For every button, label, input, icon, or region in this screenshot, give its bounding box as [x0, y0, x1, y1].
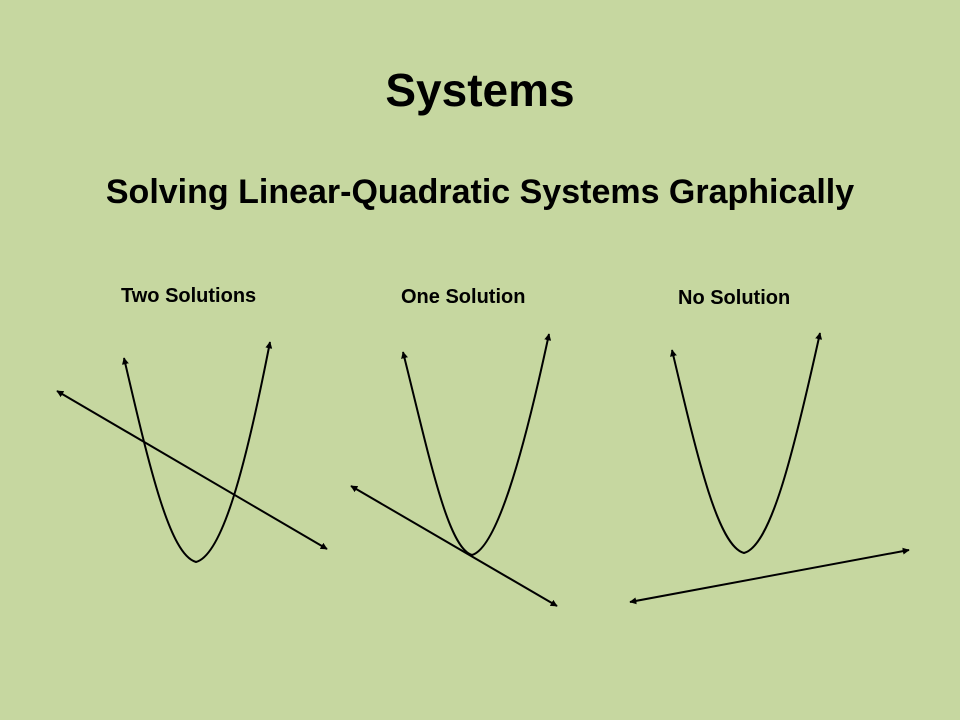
panel-one-solution	[350, 333, 558, 607]
label-two-solutions: Two Solutions	[121, 285, 257, 307]
panel-no-solution	[629, 332, 910, 605]
parabola-no-solution	[670, 332, 823, 555]
label-no-solution: No Solution	[678, 287, 791, 309]
label-one-solution: One Solution	[401, 286, 526, 308]
parabola-two-solutions	[122, 341, 273, 564]
line-no-solution	[629, 547, 910, 605]
panel-two-solutions	[56, 341, 328, 564]
line-two-solutions	[56, 390, 328, 550]
line-one-solution	[350, 485, 558, 607]
slide-subtitle: Solving Linear-Quadratic Systems Graphic…	[105, 173, 855, 211]
slide-title: Systems	[385, 64, 575, 116]
parabola-one-solution	[401, 333, 552, 557]
